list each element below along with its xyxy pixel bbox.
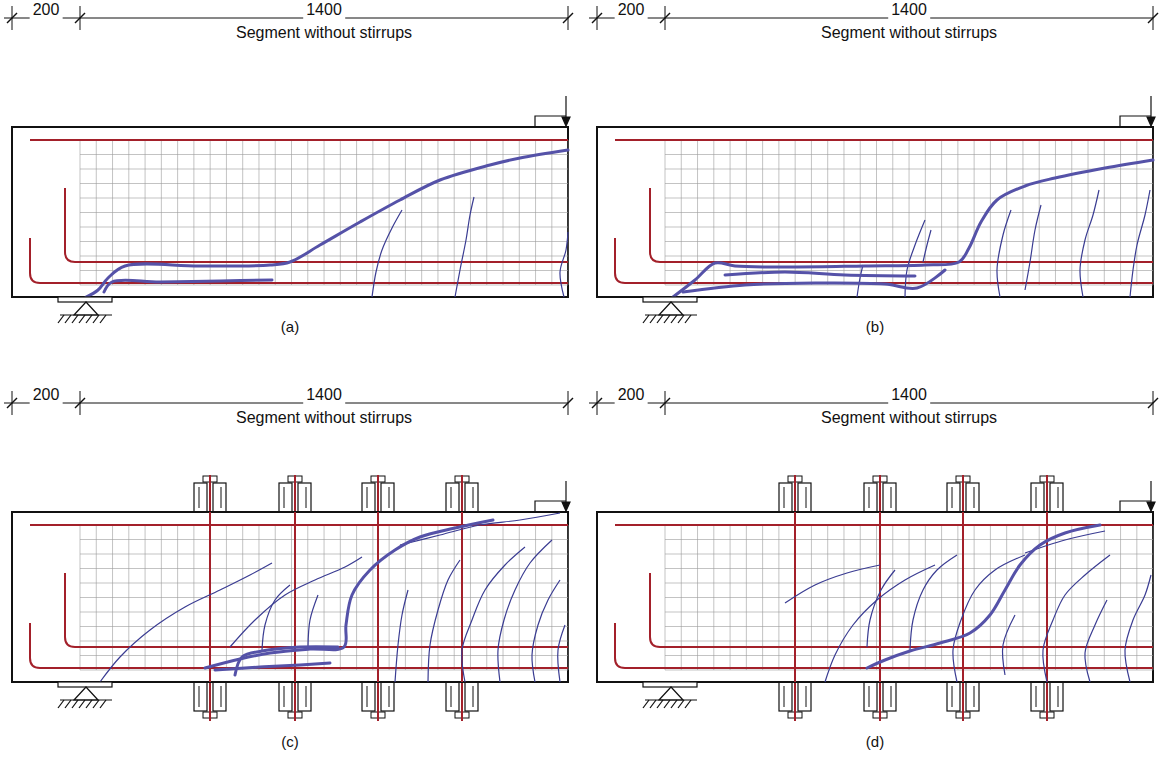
load-arrow bbox=[535, 96, 570, 127]
crack-line bbox=[997, 210, 1011, 297]
load-arrow bbox=[1120, 481, 1155, 512]
failure-crack bbox=[104, 280, 272, 292]
beam-panel bbox=[4, 391, 573, 721]
failure-crack bbox=[235, 647, 338, 675]
reinforcement-bar bbox=[615, 525, 1153, 668]
clamp-rod bbox=[1046, 512, 1048, 682]
crack-line bbox=[1085, 600, 1107, 682]
crack-line bbox=[1025, 205, 1041, 290]
dimension-label: 200 bbox=[30, 1, 63, 19]
crack-line bbox=[455, 197, 474, 297]
load-arrow bbox=[1120, 96, 1155, 127]
dimension-label: 1400 bbox=[888, 1, 930, 19]
crack-line bbox=[262, 585, 290, 650]
beam-panel bbox=[589, 391, 1158, 721]
measurement-grid bbox=[665, 525, 1153, 670]
beam-outline bbox=[12, 127, 568, 297]
failure-crack bbox=[725, 272, 915, 276]
failure-crack bbox=[683, 270, 945, 292]
panel-caption: (c) bbox=[281, 734, 299, 751]
dimension-label: 200 bbox=[615, 386, 648, 404]
crack-line bbox=[1125, 575, 1151, 682]
crack-line bbox=[395, 590, 408, 682]
panel-caption: (a) bbox=[281, 319, 299, 336]
crack-line bbox=[785, 565, 880, 603]
crack-line bbox=[825, 565, 935, 682]
crack-line bbox=[230, 557, 362, 647]
crack-line bbox=[532, 580, 560, 682]
crack-line bbox=[100, 563, 272, 682]
crack-line bbox=[1003, 615, 1015, 675]
dimension-label: 1400 bbox=[888, 386, 930, 404]
clamp-rod bbox=[962, 512, 964, 682]
beam-panel bbox=[4, 6, 573, 323]
failure-crack bbox=[673, 160, 1153, 297]
crack-line bbox=[498, 540, 552, 682]
beam-outline bbox=[597, 127, 1153, 297]
segment-label: Segment without stirrups bbox=[821, 409, 997, 427]
support-symbol bbox=[58, 297, 112, 323]
dimension-label: 200 bbox=[615, 1, 648, 19]
dimension-label: 200 bbox=[30, 386, 63, 404]
crack-line bbox=[1130, 190, 1150, 297]
dimension-label: 1400 bbox=[303, 1, 345, 19]
load-arrow bbox=[535, 481, 570, 512]
crack-line bbox=[308, 595, 318, 647]
crack-line bbox=[1043, 555, 1110, 682]
beam-outline bbox=[12, 512, 568, 682]
failure-crack bbox=[215, 663, 330, 670]
clamp-rod bbox=[294, 512, 296, 682]
crack-line bbox=[462, 547, 525, 682]
crack-line bbox=[867, 570, 895, 647]
crack-line bbox=[560, 232, 568, 297]
beam-outline bbox=[597, 512, 1153, 682]
failure-crack bbox=[205, 520, 493, 668]
crack-line bbox=[857, 265, 863, 297]
support-symbol bbox=[643, 297, 697, 323]
panel-caption: (b) bbox=[866, 319, 884, 336]
crack-line bbox=[1080, 190, 1099, 297]
beam-panel bbox=[589, 6, 1158, 323]
failure-crack bbox=[86, 150, 568, 297]
crack-line bbox=[923, 230, 931, 262]
support-symbol bbox=[58, 682, 112, 708]
reinforcement-bar bbox=[30, 140, 568, 283]
segment-label: Segment without stirrups bbox=[236, 409, 412, 427]
crack-line bbox=[558, 625, 565, 682]
crack-line bbox=[428, 560, 460, 682]
clamp-rod bbox=[209, 512, 211, 682]
support-symbol bbox=[643, 682, 697, 708]
crack-line bbox=[400, 513, 560, 545]
reinforcement-bar bbox=[615, 140, 1153, 283]
crack-line bbox=[910, 555, 957, 650]
failure-crack bbox=[867, 525, 1100, 668]
clamp-rod bbox=[377, 512, 379, 682]
segment-label: Segment without stirrups bbox=[236, 24, 412, 42]
segment-label: Segment without stirrups bbox=[821, 24, 997, 42]
dimension-label: 1400 bbox=[303, 386, 345, 404]
panel-caption: (d) bbox=[866, 734, 884, 751]
crack-line bbox=[372, 210, 402, 297]
